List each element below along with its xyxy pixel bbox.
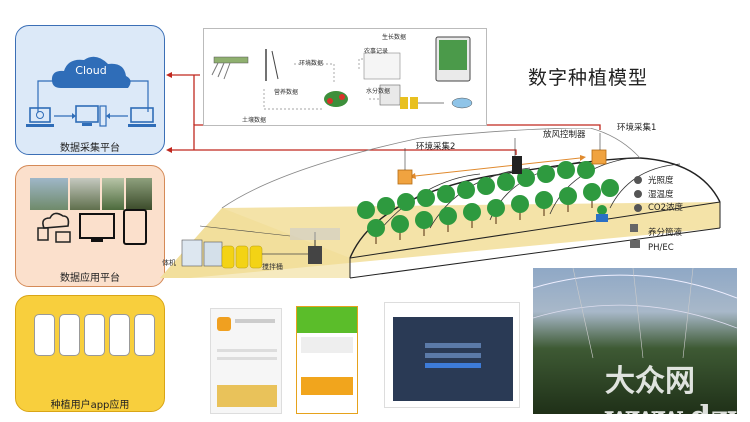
app-panel: 种植用户app应用 (15, 295, 165, 412)
tomato-plant-icon (324, 91, 348, 107)
control-cabinet-icon (379, 84, 401, 106)
farm-record-sheet (363, 52, 401, 80)
sensor-co2-label: CO2浓度 (648, 203, 684, 213)
ph-ec-label: PH/EC (648, 243, 674, 253)
tablet-icon (123, 209, 147, 245)
soil-data-label: 土壤数据 (242, 117, 267, 124)
water-tanks-icon (400, 97, 473, 109)
nutrient-icon (630, 224, 638, 232)
app-screenshot-1 (210, 308, 282, 414)
vent-control-label: 放风控制器 (543, 130, 586, 140)
app-screen-5 (134, 314, 155, 356)
app-screen-1 (34, 314, 55, 356)
env-collector-2-icon (397, 169, 413, 185)
nutrient-label: 养分筒液 (648, 228, 683, 238)
app-screen-2 (59, 314, 80, 356)
env-data-label: 环境数据 (299, 60, 324, 67)
computer-icon-right (128, 107, 156, 127)
cloud-label: Cloud (75, 64, 107, 77)
computer-icon-left (26, 107, 54, 127)
farm-records-label: 农事记录 (364, 48, 389, 55)
integrated-machine-icon (181, 239, 223, 267)
nutrition-data-label: 营养数据 (274, 89, 299, 96)
data-application-label: 数据应用平台 (60, 273, 120, 284)
network-diagram (26, 56, 156, 127)
data-flow-diagram: 生长数据 环境数据 农事记录 营养数据 水分数据 土壤数据 (203, 28, 487, 126)
humidity-sensor-icon (634, 190, 642, 198)
env-collect-2-label: 环境采集2 (416, 142, 456, 152)
app-screenshot-2 (296, 306, 358, 414)
page-title: 数字种植模型 (528, 67, 649, 89)
plant-rows (357, 161, 619, 237)
data-application-panel: 数据应用平台 (15, 165, 165, 287)
light-sensor-icon (634, 176, 642, 184)
app-screen-4 (109, 314, 130, 356)
sensor-light-label: 光照度 (648, 176, 674, 186)
env-collector-1-icon (591, 149, 607, 165)
growth-data-label: 生长数据 (382, 34, 407, 41)
cloud-icon (51, 56, 131, 88)
vent-controller-icon (512, 156, 522, 174)
greenhouse-photo-2 (70, 178, 100, 210)
ph-ec-icon (630, 240, 640, 248)
co2-sensor-icon (634, 204, 642, 212)
watermark: 大众网 www.dzwww.com (605, 364, 737, 414)
cloud-sync-icon (37, 212, 71, 243)
env-collect-1-label: 环境采集1 (617, 123, 657, 133)
app-label: 种植用户app应用 (50, 400, 130, 411)
greenhouse-photo-4 (126, 178, 152, 210)
fertilizer-tanks-icon (221, 245, 263, 269)
web-login-screenshot (384, 302, 520, 408)
greenhouse-interior-photo: 大众网 www.dzwww.com (533, 268, 737, 414)
mixing-tank-label: 搅拌桶 (262, 263, 283, 271)
app-screen-3 (84, 314, 105, 356)
tablet-plant-icon (435, 36, 471, 82)
data-collection-label: 数据采集平台 (60, 143, 120, 154)
data-collection-panel: Cloud 数据采集平台 (15, 25, 165, 155)
water-data-label: 水分数据 (366, 88, 391, 95)
greenhouse-photo-3 (102, 178, 124, 210)
integrated-machine-label: 体机 (162, 259, 176, 267)
soil-sensor-icon (211, 56, 249, 80)
greenhouse-illustration (160, 128, 721, 279)
monitor-icon (79, 213, 115, 242)
greenhouse-photo-1 (30, 178, 68, 210)
probe-icon (265, 49, 279, 81)
sensor-humidity-label: 湿温度 (648, 190, 674, 200)
